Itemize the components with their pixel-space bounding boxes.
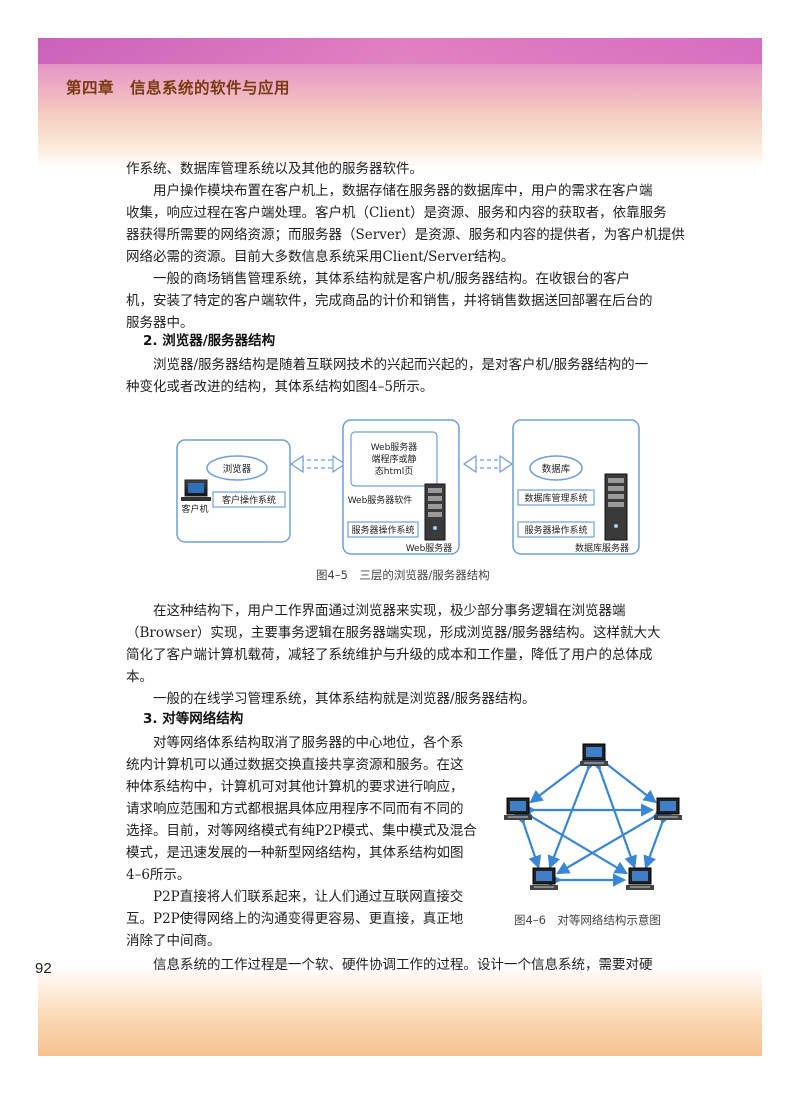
database-label: 数据库 (542, 463, 571, 475)
text-line: 作系统、数据库管理系统以及其他的服务器软件。 (126, 161, 423, 177)
text-line: （Browser）实现，主要事务逻辑在服务器端实现，形成浏览器/服务器结构。这样… (126, 625, 661, 641)
text-line: 消除了中间商。 (126, 933, 221, 949)
text-line: 互。P2P使得网络上的沟通变得更容易、更直接，真正地 (126, 911, 464, 927)
text-line: 模式，是迅速发展的一种新型网络结构，其体系结构如图 (126, 845, 464, 861)
dashed-arrow-web-db (473, 459, 503, 469)
db-server-os-label: 服务器操作系统 (524, 524, 587, 536)
db-server-os-box (517, 521, 595, 538)
text-line: 浏览器/服务器结构是随着互联网技术的兴起而兴起的，是对客户机/服务器结构的一 (126, 357, 649, 373)
textbook-page: 第四章 信息系统的软件与应用 (38, 38, 762, 1056)
client-os-label: 客户操作系统 (222, 494, 276, 506)
text-line: 用户操作模块布置在客户机上，数据存储在服务器的数据库中，用户的需求在客户端 (126, 183, 653, 199)
client-pc-icon (181, 479, 211, 501)
db-server-label: 数据库服务器 (575, 542, 629, 554)
section-heading-3: 3. 对等网络结构 (143, 711, 244, 727)
text-line: 收集，响应过程在客户端处理。客户机（Client）是资源、服务和内容的获取者，依… (126, 205, 667, 221)
text-line: 本。 (126, 669, 153, 685)
text-line: P2P直接将人们联系起来，让人们通过互联网直接交 (126, 889, 464, 905)
page-header-band: 第四章 信息系统的软件与应用 (38, 38, 762, 168)
p2p-computer-nodes (504, 743, 682, 890)
p2p-link-arrow (556, 805, 667, 875)
dashed-arrow-client-web (300, 459, 337, 469)
db-server-tower-icon (604, 473, 628, 541)
client-os-box (212, 491, 286, 508)
text-line: 统内计算机可以通过数据交换直接共享资源和服务。在这 (126, 757, 464, 773)
text-line: 请求响应范围和方式都根据具体应用程序不同而有不同的 (126, 801, 464, 817)
p2p-link-arrow (589, 756, 637, 869)
p2p-link-arrow (643, 810, 673, 870)
chapter-title: 第四章 信息系统的软件与应用 (66, 79, 291, 97)
page-number: 92 (35, 960, 52, 977)
server-os-label: 服务器操作系统 (351, 524, 414, 536)
text-line: 机，安装了特定的客户端软件，完成商品的计价和销售，并将销售数据送回部署在后台的 (126, 293, 653, 309)
database-ellipse (529, 455, 583, 481)
computer-icon (504, 797, 532, 820)
text-line: 服务器中。 (126, 315, 194, 331)
web-software-label: Web服务器软件 (348, 494, 413, 506)
figure-4-5-caption: 图4–5 三层的浏览器/服务器结构 (316, 568, 490, 582)
text-line: 器获得所需要的网络资源；而服务器（Server）是资源、服务和内容的提供者，为客… (126, 227, 685, 243)
text-line: 网络必需的资源。目前大多数信息系统采用Client/Server结构。 (126, 249, 515, 265)
server-os-box (347, 521, 419, 538)
text-line: 信息系统的工作过程是一个软、硬件协调工作的过程。设计一个信息系统，需要对硬 (126, 957, 653, 973)
figure-4-5-diagram: 浏览器 客户操作系统 客户机 Web服务器 端程序或静 态html页 Web服务… (176, 419, 640, 555)
p2p-connection-arrows (513, 752, 673, 887)
browser-ellipse (206, 455, 268, 481)
web-program-line3: 态html页 (375, 465, 414, 477)
text-line: 种变化或者改进的结构，其体系结构如图4–5所示。 (126, 379, 434, 395)
text-line: 一般的商场销售管理系统，其体系结构就是客户机/服务器结构。在收银台的客户 (126, 271, 631, 287)
computer-icon (580, 743, 608, 766)
computer-icon (626, 867, 654, 890)
web-program-line1: Web服务器 (371, 441, 418, 453)
text-line: 种体系结构中，计算机可对其他计算机的要求进行响应， (126, 779, 464, 795)
web-server-tower-icon (424, 483, 446, 541)
p2p-link-arrow (529, 752, 594, 804)
text-line: 一般的在线学习管理系统，其体系结构就是浏览器/服务器结构。 (126, 691, 536, 707)
client-pc-label: 客户机 (181, 503, 208, 515)
browser-label: 浏览器 (223, 463, 252, 475)
p2p-link-arrow (594, 752, 657, 804)
text-line: 简化了客户端计算机载荷，减轻了系统维护与升级的成本和工作量，降低了用户的总体成 (126, 647, 653, 663)
p2p-link-arrow (513, 810, 542, 869)
web-program-box (350, 431, 438, 487)
section-heading-2: 2. 浏览器/服务器结构 (143, 333, 276, 349)
computer-icon (530, 867, 558, 890)
p2p-link-arrow (519, 805, 629, 875)
computer-icon (654, 797, 682, 820)
web-server-label: Web服务器 (406, 542, 453, 554)
web-program-line2: 端程序或静 (371, 453, 416, 465)
text-line: 选择。目前，对等网络模式有纯P2P模式、集中模式及混合 (126, 823, 477, 839)
figure-4-6-caption: 图4–6 对等网络结构示意图 (514, 913, 661, 927)
text-line: 对等网络体系结构取消了服务器的中心地位，各个系 (126, 735, 464, 751)
page-footer-band (38, 966, 762, 1056)
header-decor-strip (38, 38, 762, 64)
text-line: 在这种结构下，用户工作界面通过浏览器来实现，极少部分事务逻辑在浏览器端 (126, 603, 626, 619)
dbms-box (517, 489, 595, 506)
figure-4-6-diagram (504, 743, 682, 890)
text-line: 4–6所示。 (126, 867, 191, 883)
dbms-label: 数据库管理系统 (524, 492, 587, 504)
